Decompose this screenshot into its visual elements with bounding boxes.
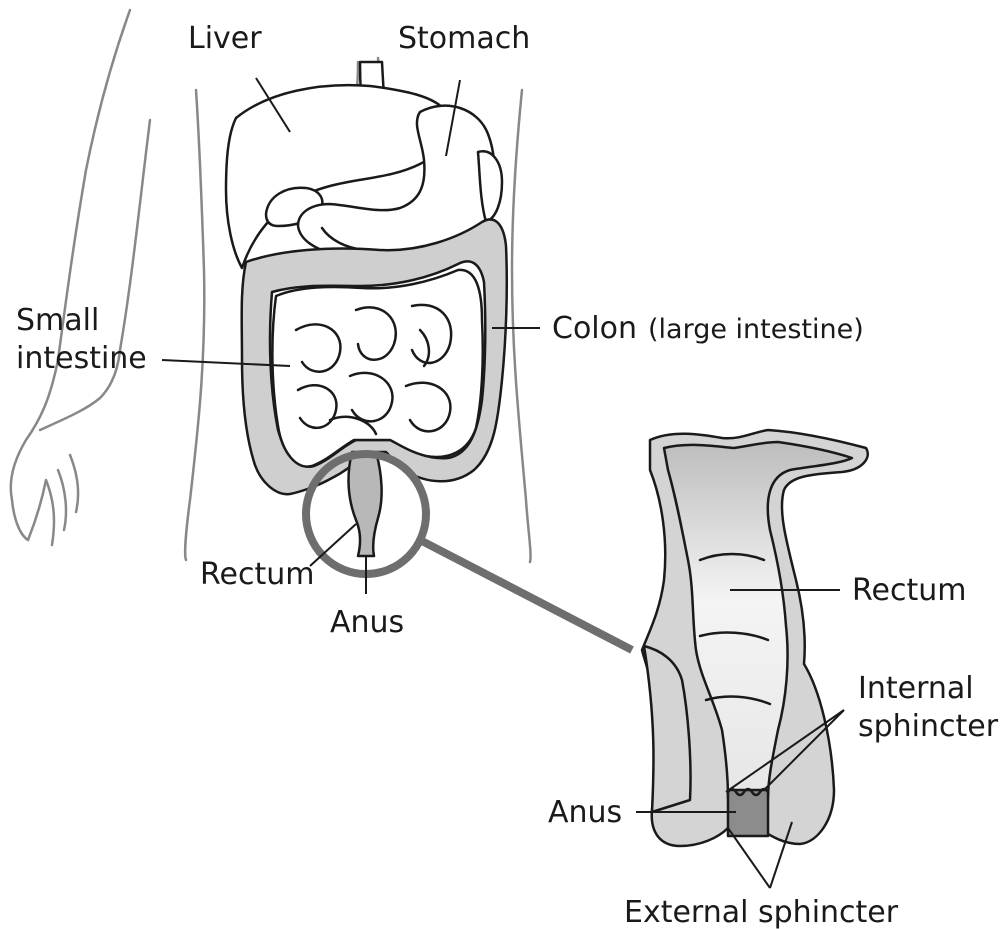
small-intestine-label-line1: Small bbox=[16, 303, 99, 338]
liver-label: Liver bbox=[188, 21, 262, 56]
small-intestine bbox=[272, 270, 482, 467]
colon-label: Colon bbox=[552, 311, 637, 346]
arm-inner-edge bbox=[120, 120, 150, 350]
small-intestine-label-line2: intestine bbox=[16, 341, 147, 376]
rectum-detail-view bbox=[642, 430, 868, 846]
small-intestine-mass bbox=[272, 270, 482, 467]
anus-detail-label: Anus bbox=[548, 795, 622, 830]
hand-outline bbox=[28, 350, 120, 545]
internal-sphincter-label-line1: Internal bbox=[858, 671, 974, 706]
stomach-label: Stomach bbox=[398, 21, 530, 56]
internal-sphincter-label-line2: sphincter bbox=[858, 709, 999, 744]
torso-left-waist bbox=[185, 90, 204, 560]
torso-left-edge bbox=[11, 10, 130, 540]
rectum-main-label: Rectum bbox=[200, 557, 314, 592]
colon-note-label: (large intestine) bbox=[648, 314, 864, 345]
external-sphincter-label: External sphincter bbox=[624, 895, 899, 929]
rectum-main bbox=[349, 452, 382, 556]
anus-main-label: Anus bbox=[330, 605, 404, 640]
magnifier-connector bbox=[420, 540, 632, 650]
torso-right-waist bbox=[512, 90, 531, 562]
rectum-detail-label: Rectum bbox=[852, 573, 966, 608]
